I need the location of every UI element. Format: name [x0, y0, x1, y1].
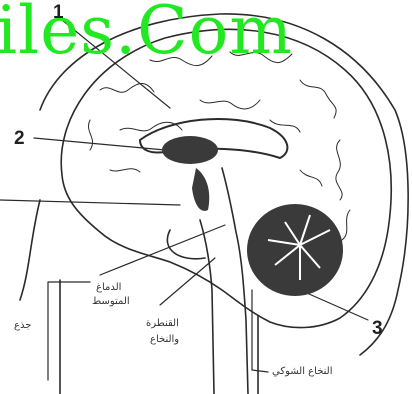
label-midbrain-1: الدماغ — [96, 282, 121, 293]
watermark-text: iles.Com — [0, 0, 293, 69]
pointer-bracket — [48, 282, 90, 380]
label-midbrain-2: المتوسط — [92, 296, 130, 307]
pointer-3 — [300, 290, 368, 320]
midbrain-dark — [192, 168, 209, 211]
thalamus-region — [162, 136, 218, 164]
label-medulla-1: القنطرة — [146, 318, 179, 329]
label-number-2: 2 — [14, 128, 25, 150]
pointer-2 — [34, 138, 165, 150]
label-spinal-cord: النخاع الشوكي — [272, 366, 333, 377]
label-medulla-2: والنخاع — [150, 334, 179, 345]
pointer-medulla — [160, 258, 215, 305]
pointer-spinal — [252, 290, 268, 372]
neck-outline — [20, 200, 60, 394]
label-number-3: 3 — [372, 318, 383, 340]
label-left-small: جذع — [14, 320, 31, 331]
pointer-left — [0, 200, 180, 205]
pointer-midbrain — [100, 225, 225, 275]
pons — [167, 230, 205, 259]
label-number-1: 1 — [53, 2, 64, 24]
